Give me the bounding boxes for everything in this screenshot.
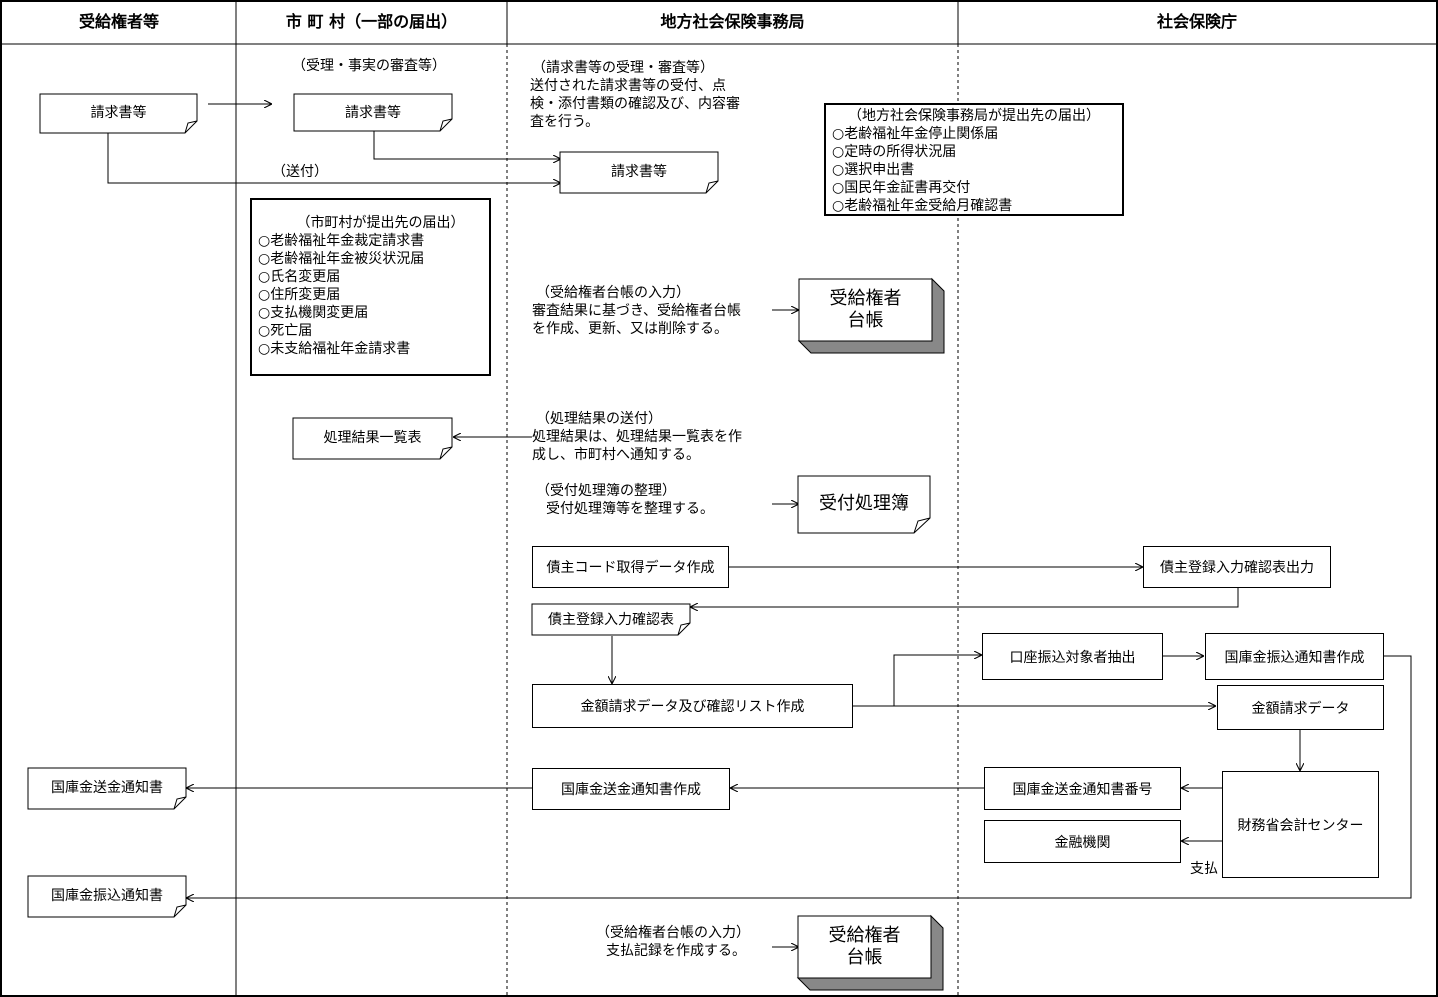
office-form-item: ○選択申出書: [832, 162, 915, 178]
receipt-book-shape: [797, 475, 931, 534]
note-result-send-title: （処理結果の送付）: [536, 411, 662, 427]
creditor-confirm: 債主登録入力確認表: [548, 612, 674, 628]
office-forms-frame: （地方社会保険事務局が提出先の届出） ○老齢福祉年金停止関係届 ○定時の所得状況…: [824, 103, 1124, 216]
remit-notice-create-box: 国庫金送金通知書作成: [532, 768, 730, 810]
muni-form-item: ○老齢福祉年金裁定請求書: [258, 233, 425, 249]
ledger2: 受給権者 台帳: [828, 925, 901, 968]
header-recipient: 受給権者等: [78, 12, 159, 31]
financial-institution-box: 金融機関: [984, 820, 1181, 863]
receipt-book: 受付処理簿: [819, 492, 909, 514]
header-agency: 社会保険庁: [1156, 12, 1237, 31]
remit-notice: 国庫金送金通知書: [51, 780, 163, 796]
remit-notice-shape: [27, 767, 187, 810]
muni-form-item: ○氏名変更届: [258, 269, 341, 285]
claim-muni: 請求書等: [345, 104, 401, 121]
muni-form-item: ○未支給福祉年金請求書: [258, 341, 411, 357]
header-regional-office: 地方社会保険事務局: [660, 12, 805, 31]
claim-recipient: 請求書等: [90, 105, 147, 121]
note-review-body: 送付された請求書等の受付、点 検・添付書類の確認及び、内容審 査を行う。: [530, 78, 740, 130]
note-receipt-book-body: 受付処理簿等を整理する。: [546, 501, 714, 517]
ledger1: 受給権者 台帳: [829, 288, 902, 331]
claim-recipient-shape: [39, 93, 198, 134]
amount-request-create-box: 金額請求データ及び確認リスト作成: [532, 684, 853, 728]
note-muni-review: （受理・事実の審査等）: [292, 58, 446, 74]
note-ledger-input-body: 審査結果に基づき、受給権者台帳 を作成、更新、又は削除する。: [532, 303, 742, 337]
office-form-item: ○老齢福祉年金停止関係届: [832, 126, 999, 142]
office-form-item: ○定時の所得状況届: [832, 144, 957, 160]
muni-forms-title: （市町村が提出先の届出）: [296, 215, 465, 231]
note-payment-input-body: 支払記録を作成する。: [606, 943, 746, 959]
amount-request-data-box: 金額請求データ: [1217, 685, 1384, 730]
accounting-center-box: 財務省会計センター: [1222, 771, 1379, 878]
transfer-notice: 国庫金振込通知書: [51, 888, 163, 904]
note-payment: 支払: [1190, 861, 1218, 877]
account-extract-box: 口座振込対象者抽出: [982, 633, 1163, 680]
creditor-confirm-shape: [531, 603, 691, 636]
result-list: 処理結果一覧表: [323, 430, 422, 446]
office-forms-title: （地方社会保険事務局が提出先の届出）: [848, 108, 1100, 124]
transfer-notice-shape: [27, 875, 187, 918]
note-payment-input-title: （受給権者台帳の入力）: [596, 925, 750, 941]
note-ledger-input-title: （受給権者台帳の入力）: [536, 285, 690, 301]
muni-form-item: ○支払機関変更届: [258, 305, 369, 321]
office-form-item: ○老齢福祉年金受給月確認書: [832, 198, 1013, 214]
muni-form-item: ○死亡届: [258, 323, 313, 339]
claim-muni-shape: [293, 93, 453, 132]
header-municipality: 市 町 村（一部の届出）: [285, 12, 458, 31]
note-receipt-book-title: （受付処理簿の整理）: [536, 483, 676, 499]
note-sent: （送付）: [272, 164, 328, 180]
muni-form-item: ○老齢福祉年金被災状況届: [258, 251, 425, 267]
creditor-code-box: 債主コード取得データ作成: [532, 546, 729, 588]
creditor-confirm-out-box: 債主登録入力確認表出力: [1143, 546, 1331, 588]
claim-office-shape: [559, 151, 719, 194]
transfer-notice-create-box: 国庫金振込通知書作成: [1205, 633, 1384, 680]
note-result-send-body: 処理結果は、処理結果一覧表を作 成し、市町村へ通知する。: [532, 429, 742, 463]
note-review-title: （請求書等の受理・審査等）: [532, 60, 714, 76]
remit-notice-number-box: 国庫金送金通知書番号: [984, 767, 1181, 810]
result-list-shape: [292, 417, 453, 460]
muni-forms-frame: （市町村が提出先の届出） ○老齢福祉年金裁定請求書 ○老齢福祉年金被災状況届 ○…: [250, 198, 491, 376]
claim-office: 請求書等: [611, 164, 667, 180]
muni-form-item: ○住所変更届: [258, 287, 341, 303]
office-form-item: ○国民年金証書再交付: [832, 180, 971, 196]
